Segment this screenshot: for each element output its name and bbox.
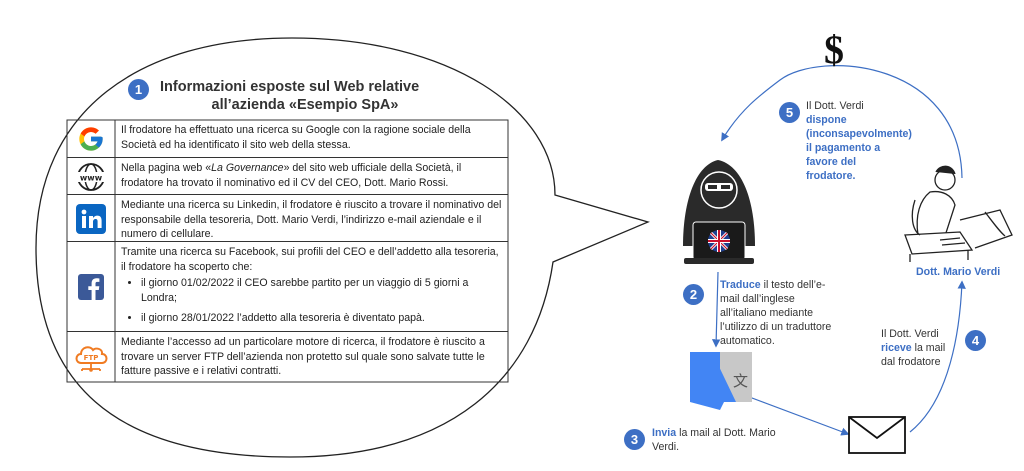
svg-text:www: www [80,173,103,182]
person-at-desk-icon [904,165,1013,262]
ftp-cloud-icon: FTP [67,332,115,383]
step-badge-2: 2 [683,284,704,305]
dollar-icon: $ [824,27,844,72]
translate-arrow [711,271,721,348]
step-2-text: Traduce il testo dell’e-mail dall’ingles… [720,279,832,347]
send-arrow [735,391,850,436]
svg-text:FTP: FTP [84,354,99,362]
info-row-website: www Nella pagina web «La Governance» del… [67,157,508,195]
step-badge-4: 4 [965,330,986,351]
panel-title-line1: Informazioni esposte sul Web relative [160,79,420,95]
google-icon [67,120,115,157]
info-row-linkedin: Mediante una ricerca su Linkedin, il fro… [67,194,508,242]
info-table-frame [66,119,509,383]
governance-page-name: La Governance [211,162,284,174]
info-row-text: Mediante l’accesso ad un particolare mot… [121,336,485,377]
info-row-text: Mediante una ricerca su Linkedin, il fro… [121,199,502,240]
panel-title: Informazioni esposte sul Web relative al… [130,78,470,114]
info-row-text: Nella pagina web «La Governance» del sit… [121,162,462,189]
step-5-text: Il Dott. Verdi dispone (inconsapevolment… [806,100,912,182]
step-3-text: Invia la mail al Dott. Mario Verdi. [652,427,776,453]
facebook-findings-list: il giorno 01/02/2022 il CEO sarebbe part… [121,276,506,326]
www-icon: www [67,158,115,195]
step-badge-1: 1 [128,79,149,100]
info-row-ftp: FTP Mediante l’accesso ad un particolare… [67,331,508,383]
payment-arrow [721,65,963,179]
step-badge-3: 3 [624,429,645,450]
info-row-text: Il frodatore ha effettuato una ricerca s… [121,124,471,151]
step-badge-5: 5 [779,102,800,123]
translator-icon: 文 [690,352,752,410]
speech-bubble [35,37,650,458]
hacker-icon [683,160,755,264]
person-label: Dott. Mario Verdi [916,266,1001,278]
info-row-google: Il frodatore ha effettuato una ricerca s… [67,120,508,157]
list-item: il giorno 28/01/2022 l’addetto alla teso… [141,311,506,326]
panel-title-line2: all’azienda «Esempio SpA» [211,97,399,113]
envelope-icon [848,416,906,454]
receive-arrow [909,280,966,433]
svg-text:文: 文 [733,372,748,390]
info-row-text: Tramite una ricerca su Facebook, sui pro… [121,245,506,332]
step-4-text: Il Dott. Verdi riceve la mail dal frodat… [881,328,946,368]
list-item: il giorno 01/02/2022 il CEO sarebbe part… [141,276,506,305]
linkedin-icon [67,195,115,242]
info-row-facebook: Tramite una ricerca su Facebook, sui pro… [67,241,508,332]
facebook-icon [67,242,115,332]
